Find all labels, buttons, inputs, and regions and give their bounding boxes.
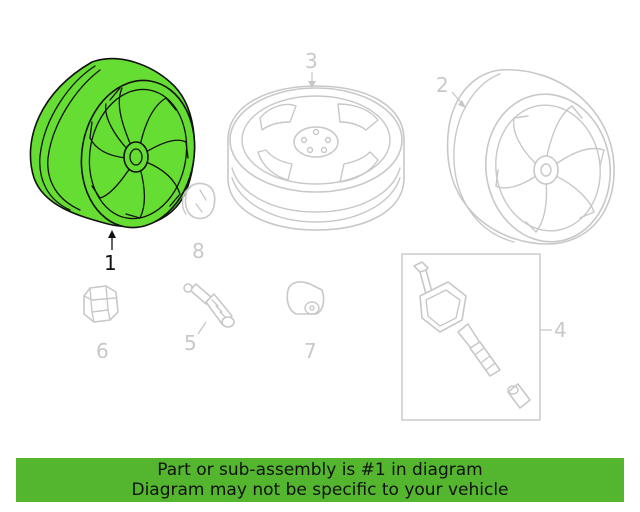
callout-1[interactable]: 1 bbox=[104, 251, 117, 275]
parts-diagram: 1 3 bbox=[29, 49, 620, 421]
callout-5[interactable]: 5 bbox=[184, 331, 197, 355]
part-1-alloy-wheel[interactable] bbox=[29, 57, 206, 237]
part-5-tpms-valve[interactable] bbox=[183, 283, 235, 328]
arrow-1 bbox=[108, 230, 116, 238]
leader-5 bbox=[197, 321, 207, 335]
callout-8[interactable]: 8 bbox=[192, 239, 205, 263]
part-7-sensor-cap[interactable] bbox=[286, 281, 325, 315]
callout-3[interactable]: 3 bbox=[305, 49, 318, 73]
banner-line-2: Diagram may not be specific to your vehi… bbox=[131, 480, 509, 500]
banner-line-1: Part or sub-assembly is #1 in diagram bbox=[157, 460, 483, 480]
callout-2[interactable]: 2 bbox=[436, 73, 449, 97]
arrow-3 bbox=[308, 81, 316, 88]
notice-banner: Part or sub-assembly is #1 in diagram Di… bbox=[16, 458, 624, 502]
callout-6[interactable]: 6 bbox=[96, 339, 109, 363]
part-4-tpms-kit[interactable] bbox=[401, 253, 541, 421]
arrow-2 bbox=[458, 100, 466, 108]
part-6-lug-nut[interactable] bbox=[83, 285, 119, 323]
part-3-spare-wheel[interactable] bbox=[227, 85, 405, 231]
part-2-alloy-wheel[interactable] bbox=[446, 69, 620, 250]
part-8-center-cap[interactable] bbox=[181, 182, 216, 220]
callout-4[interactable]: 4 bbox=[554, 318, 567, 342]
callout-7[interactable]: 7 bbox=[304, 339, 317, 363]
part-4-kit-box bbox=[401, 253, 541, 421]
